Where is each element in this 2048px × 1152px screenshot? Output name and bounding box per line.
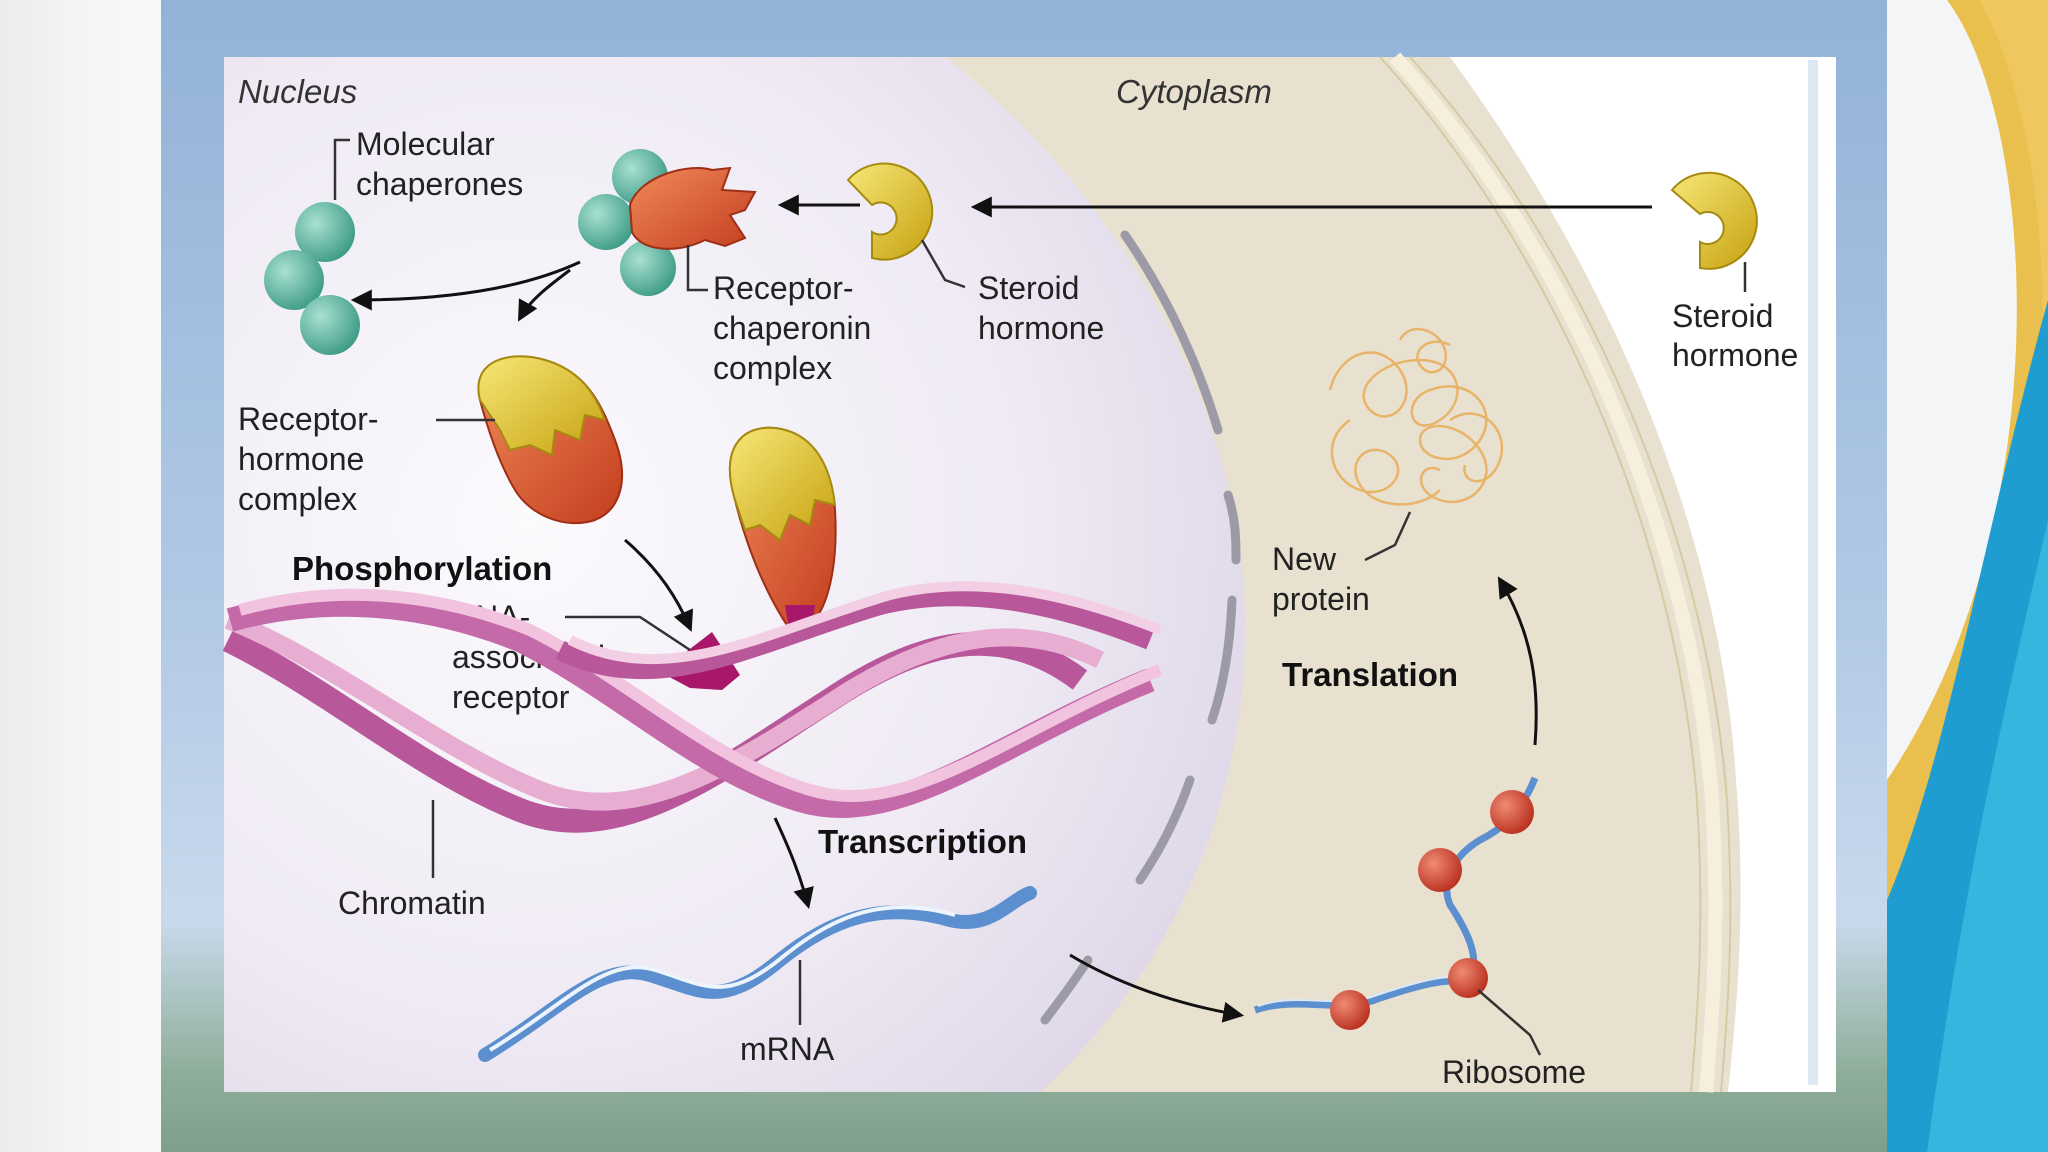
decorative-swoosh (1887, 0, 2048, 1152)
ribosome-label: Ribosome (1442, 1054, 1586, 1090)
new-protein (1328, 328, 1504, 506)
arrow-complex-formation (517, 268, 571, 322)
steroid-hormone-outside-label: Steroid hormone (1672, 298, 1798, 373)
nuclear-envelope (1040, 230, 1241, 1025)
left-margin (0, 0, 161, 1152)
nucleus-region (224, 57, 1246, 1092)
chromatin-dna (222, 581, 1163, 833)
receptor-hormone-complex-label: Receptor- hormone complex (238, 401, 387, 517)
ribosome-pointer (1477, 989, 1542, 1056)
receptor-chaperonin-complex (578, 149, 757, 296)
molecular-chaperones (264, 138, 360, 355)
ribosome-units (1330, 790, 1534, 1030)
phosphorylation-label: Phosphorylation (292, 550, 552, 587)
arrow-phosphorylation (624, 538, 694, 632)
chromatin-label: Chromatin (338, 885, 486, 921)
molecular-chaperones-label: Molecular chaperones (356, 126, 523, 202)
arrow-mrna-export (1069, 953, 1245, 1023)
arrow-chaperone-release (350, 260, 581, 311)
arrow-translation (1497, 576, 1538, 746)
transcription-label: Transcription (818, 823, 1027, 860)
translation-label: Translation (1282, 656, 1458, 693)
arrow-transcription (773, 817, 814, 910)
new-protein-label: New protein (1272, 541, 1370, 617)
nucleus-label: Nucleus (238, 73, 357, 110)
mrna-label: mRNA (740, 1031, 835, 1067)
new-protein-pointer (1364, 511, 1412, 562)
receptor-hormone-complex (436, 355, 623, 525)
steroid-hormone-nucleus (846, 162, 966, 289)
steroid-hormone-nucleus-label: Steroid hormone (978, 270, 1104, 346)
steroid-hormone-outside (1670, 171, 1758, 292)
cytoplasm-label: Cytoplasm (1116, 73, 1272, 110)
cell-membrane (1389, 52, 1723, 1093)
receptor-chaperonin-complex-label: Receptor- chaperonin complex (713, 270, 880, 386)
bound-receptor-complex (729, 426, 837, 635)
mrna-strand (478, 886, 1037, 1062)
